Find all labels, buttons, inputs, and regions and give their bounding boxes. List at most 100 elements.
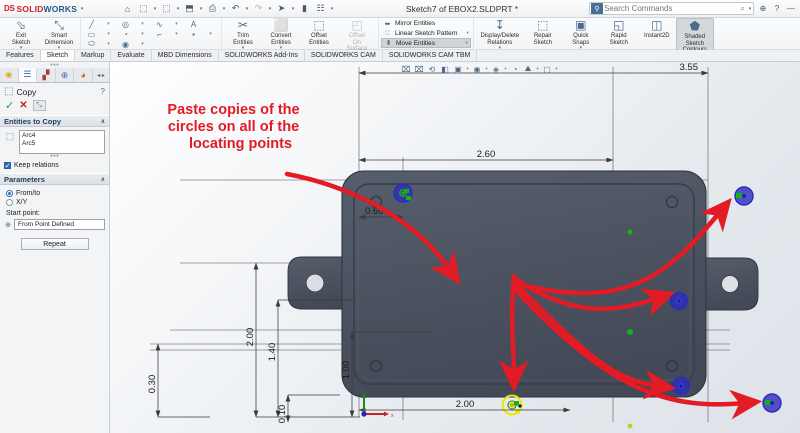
xy-radio-row[interactable]: X/Y bbox=[6, 199, 105, 206]
entities-to-copy-section-header[interactable]: Entities to Copy ∧ bbox=[0, 115, 109, 127]
text-tool-caret[interactable] bbox=[202, 19, 219, 29]
edit-appearance-icon[interactable]: ◔ bbox=[512, 64, 518, 74]
exit-sketch-dropdown[interactable]: ▾ bbox=[19, 45, 23, 51]
keep-relations-checkbox[interactable]: ✓ bbox=[4, 162, 11, 170]
slot-tool-caret[interactable]: ▾ bbox=[141, 41, 144, 47]
select-cursor-icon[interactable]: ➤ bbox=[277, 3, 286, 13]
linear-sketch-pattern-item[interactable]: ∷ Linear Sketch Pattern ▾ bbox=[381, 29, 471, 39]
help-icon[interactable]: ? bbox=[100, 87, 105, 96]
mirror-entities-item[interactable]: ⬌ Mirror Entities bbox=[381, 19, 471, 29]
tab-overflow-button[interactable]: ◂ ▸ bbox=[97, 72, 105, 79]
display-style-caret[interactable]: ▾ bbox=[485, 66, 488, 71]
question-icon[interactable]: ? bbox=[774, 4, 780, 13]
ellipse-tool-icon[interactable]: ⬭ bbox=[88, 39, 95, 48]
list-item[interactable]: Arc4 bbox=[22, 132, 36, 139]
rectangle-tool-caret[interactable]: ▾ bbox=[107, 31, 110, 37]
home-icon[interactable]: ⌂ bbox=[124, 3, 131, 14]
point-tool-icon[interactable]: ▪ bbox=[192, 29, 195, 39]
arc-tool-caret[interactable]: ▾ bbox=[141, 31, 144, 37]
slot-tool-icon[interactable]: ◉ bbox=[122, 39, 129, 49]
print-icon[interactable]: ⎙ bbox=[208, 3, 217, 13]
configuration-manager-tab[interactable]: ▞ bbox=[37, 68, 56, 82]
line-tool-caret[interactable]: ▾ bbox=[107, 21, 110, 27]
view-settings-icon[interactable]: ▢ bbox=[543, 64, 551, 74]
new-document-icon[interactable]: ⬚ bbox=[139, 3, 148, 13]
zoom-to-area-icon[interactable]: ⌧ bbox=[414, 64, 424, 74]
chevron-up-icon[interactable]: ∧ bbox=[100, 118, 105, 125]
apply-scene-icon[interactable]: ⛰ bbox=[524, 64, 532, 73]
circle-tool-icon[interactable]: ◎ bbox=[122, 19, 129, 29]
tab-mbd-dimensions[interactable]: MBD Dimensions bbox=[152, 50, 219, 61]
open-document-icon[interactable]: ⬚ bbox=[162, 3, 171, 13]
select-caret[interactable]: ▾ bbox=[291, 5, 295, 12]
hide-show-items-caret[interactable]: ▾ bbox=[504, 66, 507, 71]
save-caret[interactable]: ▾ bbox=[199, 5, 203, 12]
list-resize-grip[interactable]: ●●● bbox=[49, 153, 60, 159]
rebuild-icon[interactable]: ▮ bbox=[302, 3, 307, 13]
circle-tool-caret[interactable]: ▾ bbox=[141, 21, 144, 27]
magnifier-icon[interactable]: ⌕ bbox=[740, 3, 745, 13]
open-document-caret[interactable]: ▾ bbox=[176, 5, 180, 12]
tab-markup[interactable]: Markup bbox=[75, 50, 112, 61]
line-tool-icon[interactable]: ╱ bbox=[89, 19, 94, 29]
apply-scene-caret[interactable]: ▾ bbox=[536, 66, 539, 71]
text-tool-icon[interactable]: A bbox=[190, 19, 197, 29]
tab-solidworks-cam-tbm[interactable]: SOLIDWORKS CAM TBM bbox=[383, 50, 478, 61]
list-item[interactable]: Arc5 bbox=[22, 140, 36, 147]
redo-icon[interactable]: ↷ bbox=[254, 3, 263, 13]
parameters-section-header[interactable]: Parameters ∧ bbox=[0, 173, 109, 185]
dimxpert-manager-tab[interactable]: ⊕ bbox=[56, 68, 75, 82]
repeat-button[interactable]: Repeat bbox=[20, 238, 89, 250]
convert-entities-dropdown[interactable]: ▾ bbox=[279, 45, 283, 51]
fillet-tool-caret[interactable]: ▾ bbox=[175, 31, 178, 37]
spline-tool-caret[interactable]: ▾ bbox=[175, 21, 178, 27]
tab-evaluate[interactable]: Evaluate bbox=[111, 50, 152, 61]
quick-snaps-dropdown[interactable]: ▾ bbox=[579, 45, 583, 51]
tab-solidworks-addins[interactable]: SOLIDWORKS Add-Ins bbox=[219, 50, 305, 61]
accept-button[interactable]: ✓ bbox=[5, 100, 15, 112]
search-dropdown-caret[interactable]: ▾ bbox=[748, 5, 752, 12]
smart-dimension-dropdown[interactable]: ▾ bbox=[57, 45, 61, 51]
display-manager-tab[interactable]: ◕ bbox=[74, 68, 93, 82]
display-delete-relations-dropdown[interactable]: ▾ bbox=[498, 45, 502, 51]
print-caret[interactable]: ▾ bbox=[222, 5, 226, 12]
entities-to-copy-list[interactable]: Arc4 Arc5 bbox=[19, 130, 105, 154]
help-icon[interactable]: ⊕ bbox=[759, 4, 767, 13]
xy-radio[interactable] bbox=[6, 199, 13, 206]
previous-view-icon[interactable]: ⟲ bbox=[428, 64, 436, 74]
view-settings-caret[interactable]: ▾ bbox=[555, 66, 558, 71]
search-commands-box[interactable]: ⚲ ⌕ ▾ bbox=[589, 2, 754, 15]
tab-features[interactable]: Features bbox=[0, 50, 41, 61]
tab-sketch[interactable]: Sketch bbox=[40, 50, 76, 61]
section-view-icon[interactable]: ◧ bbox=[441, 64, 449, 74]
brand-dropdown-caret[interactable]: ▾ bbox=[80, 5, 84, 12]
trim-entities-dropdown[interactable]: ▾ bbox=[241, 45, 245, 51]
keep-relations-row[interactable]: ✓ Keep relations bbox=[4, 162, 105, 170]
zoom-to-fit-icon[interactable]: ⌧ bbox=[401, 64, 411, 74]
redo-caret[interactable]: ▾ bbox=[268, 5, 272, 12]
hide-show-items-icon[interactable]: ◈ bbox=[492, 64, 500, 74]
graphics-area[interactable]: ⌧ ⌧ ⟲ ◧ ▣ ▾ ◉ ▾ ◈ ▾ ◔ ⛰ ▾ ▢ ▾ bbox=[110, 62, 800, 433]
linear-sketch-pattern-caret[interactable]: ▾ bbox=[466, 30, 469, 36]
move-entities-item[interactable]: ⬍ Move Entities ▾ bbox=[381, 38, 471, 48]
options-caret[interactable]: ▾ bbox=[330, 5, 334, 12]
move-entities-caret[interactable]: ▾ bbox=[465, 40, 468, 45]
minimize-icon[interactable]: — bbox=[787, 4, 795, 13]
point-tool-caret[interactable]: ▾ bbox=[209, 31, 212, 37]
instant2d-button[interactable]: ◫ Instant2D bbox=[638, 18, 676, 40]
view-orientation-icon[interactable]: ▣ bbox=[454, 64, 462, 74]
arc-tool-icon[interactable]: ◔ bbox=[123, 29, 128, 39]
options-icon[interactable]: ☷ bbox=[316, 3, 325, 13]
chevron-up-icon[interactable]: ∧ bbox=[100, 176, 105, 183]
new-document-caret[interactable]: ▾ bbox=[153, 5, 157, 12]
tab-solidworks-cam[interactable]: SOLIDWORKS CAM bbox=[305, 50, 383, 61]
panel-grip[interactable]: ●●● bbox=[49, 62, 60, 68]
cancel-button[interactable]: ✕ bbox=[19, 100, 28, 111]
